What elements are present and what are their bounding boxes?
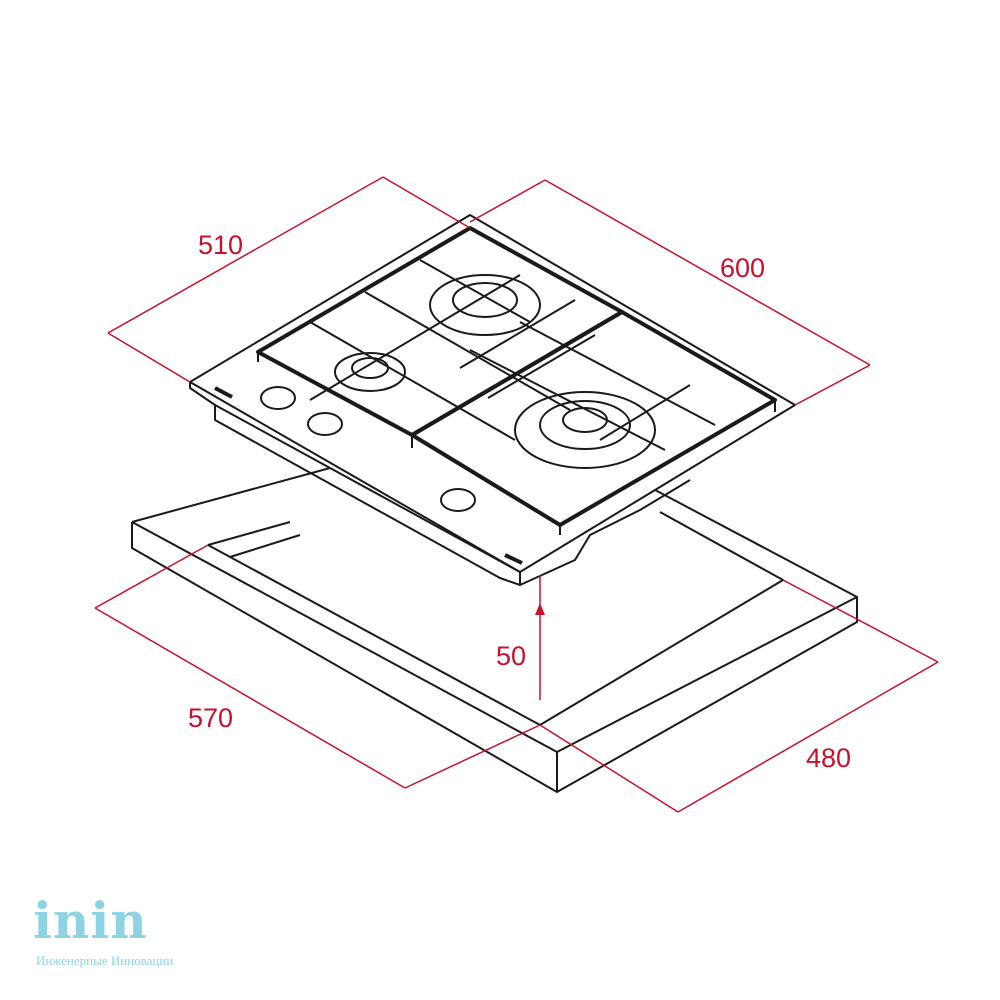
dimension-480-label: 480 xyxy=(806,743,852,773)
dim-line-480 xyxy=(677,661,939,813)
knob xyxy=(440,488,476,512)
dimension-lines xyxy=(94,176,939,813)
knob xyxy=(260,386,296,410)
logo-brand: inin xyxy=(33,891,148,950)
dimension-510-label: 510 xyxy=(198,230,244,260)
logo-tagline: Инженерные Инновации xyxy=(36,953,174,968)
hob xyxy=(189,214,796,586)
dimension-600-label: 600 xyxy=(720,253,766,283)
dim-line-600 xyxy=(544,179,871,366)
dim-line-510 xyxy=(107,176,384,334)
dimension-50-label: 50 xyxy=(496,641,527,671)
dim-line-570 xyxy=(94,607,406,789)
knob xyxy=(307,412,343,436)
dimension-570-label: 570 xyxy=(188,703,234,733)
countertop xyxy=(131,467,858,793)
